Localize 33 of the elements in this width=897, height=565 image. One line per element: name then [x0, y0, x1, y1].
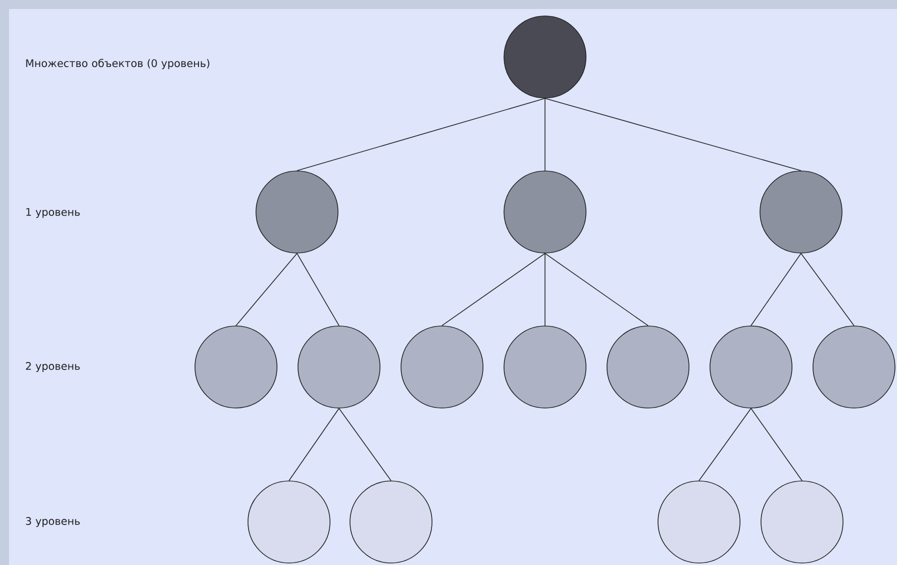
connector-line: [544, 253, 546, 326]
connector-line: [296, 253, 340, 326]
connector-line: [296, 98, 546, 171]
tree-node: [400, 326, 484, 408]
connector-line: [236, 253, 298, 326]
connector-line: [750, 408, 802, 481]
tree-node: [504, 326, 586, 408]
tree-node: [760, 480, 844, 564]
tree-node: [248, 480, 330, 564]
connector-line: [544, 253, 648, 326]
tree-node: [812, 326, 896, 408]
level-label: 2 уровень: [26, 362, 80, 372]
tree-node: [194, 326, 278, 408]
level-label: 3 уровень: [26, 517, 80, 527]
connector-line: [544, 98, 802, 171]
level-label: 1 уровень: [26, 208, 80, 218]
tree-node: [350, 480, 432, 564]
tree-node: [658, 480, 740, 564]
tree-node: [710, 326, 792, 408]
connector-line: [698, 408, 752, 481]
connector-line: [442, 253, 546, 326]
tree-node: [760, 170, 842, 254]
tree-node: [606, 326, 690, 408]
connector-line: [800, 253, 854, 326]
tree-node: [504, 16, 586, 98]
level-label: Множество объектов (0 уровень): [26, 58, 210, 70]
connector-line: [544, 98, 546, 171]
tree-node: [256, 170, 338, 254]
connector-line: [750, 253, 802, 326]
connector-line: [288, 408, 340, 481]
tree-node: [504, 170, 586, 254]
connector-line: [338, 408, 392, 481]
tree-node: [298, 326, 380, 408]
